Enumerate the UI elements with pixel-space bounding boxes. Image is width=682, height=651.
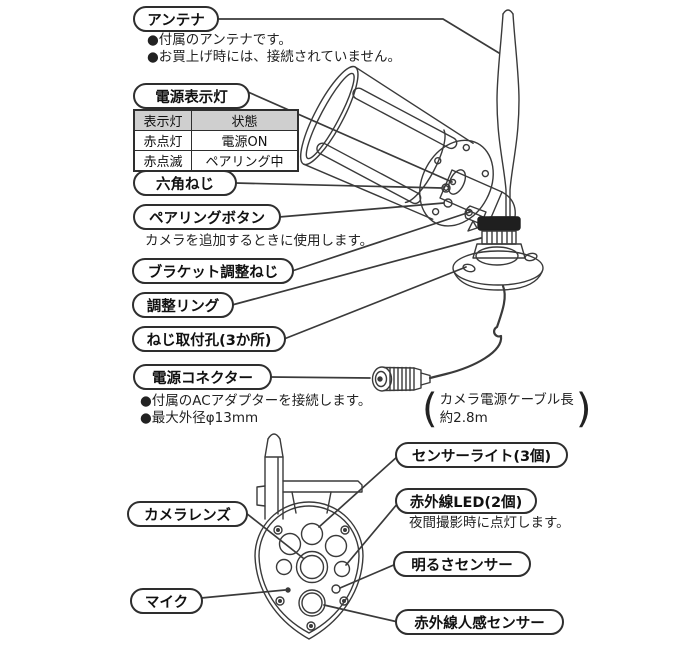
leader-mount-holes <box>283 266 467 340</box>
leader-lines <box>200 18 500 623</box>
label-mount-holes: ねじ取付孔(3か所) <box>132 326 286 352</box>
label-power-connector: 電源コネクター <box>133 364 272 390</box>
adjust-ring-drawing <box>477 216 521 231</box>
camera-lens-drawing <box>295 550 329 584</box>
label-antenna: アンテナ <box>133 6 219 32</box>
camera-side-body-drawing <box>299 65 494 227</box>
table-cell: ペアリング中 <box>191 150 299 172</box>
label-bracket-screw: ブラケット調整ねじ <box>132 258 294 284</box>
mount-hole-drawing <box>524 252 538 262</box>
leader-mic <box>200 589 286 599</box>
label-ir-motion-sensor: 赤外線人感センサー <box>395 609 564 635</box>
base-plate-drawing <box>452 250 544 286</box>
face-screws-drawing <box>273 525 350 631</box>
leader-ir-led <box>345 502 399 566</box>
hex-screw-drawing <box>441 183 451 193</box>
table-cell: 電源ON <box>191 130 299 151</box>
label-pairing-button: ペアリングボタン <box>133 204 281 230</box>
mount-hole-drawing <box>462 263 476 273</box>
table-cell: 赤点灯 <box>133 130 192 151</box>
ir-led-note: 夜間撮影時に点灯します。 <box>409 515 570 531</box>
cable-note-line2: 約2.8m <box>439 410 488 426</box>
table-header-state: 状態 <box>191 109 299 131</box>
power-indicator-table: 表示灯 状態 赤点灯 電源ON 赤点滅 ペアリング中 <box>133 109 299 172</box>
table-cell: 赤点滅 <box>133 150 192 172</box>
label-power-indicator: 電源表示灯 <box>133 83 250 109</box>
label-adjust-ring: 調整リング <box>132 292 234 318</box>
leader-pairing-button <box>278 202 445 218</box>
leader-power-connector <box>269 376 371 379</box>
paren-close: ) <box>575 386 592 432</box>
camera-front-drawing <box>254 433 364 640</box>
paren-open: ( <box>422 386 438 432</box>
cable-drawing <box>428 284 506 380</box>
label-brightness-sensor: 明るさセンサー <box>393 551 531 577</box>
sensor-light-drawing <box>300 522 324 546</box>
ir-led-drawing <box>275 558 293 576</box>
leader-power-indicator <box>247 91 453 183</box>
mic-drawing <box>285 587 291 593</box>
power-connector-note-1: ●付属のACアダプターを接続します。 <box>140 393 372 409</box>
front-antenna-drawing <box>264 433 284 520</box>
wall-bracket-drawing <box>256 480 363 514</box>
table-row: 赤点灯 電源ON <box>133 130 299 151</box>
cable-length-note: ( カメラ電源ケーブル長 約2.8m ) <box>422 389 591 429</box>
antenna-note-2: ●お買上げ時には、接続されていません。 <box>147 49 401 65</box>
sensor-light-drawing <box>324 534 348 558</box>
antenna-drawing <box>496 9 520 217</box>
label-sensor-light: センサーライト(3個) <box>395 442 568 468</box>
leader-camera-lens <box>245 512 304 559</box>
brightness-sensor-drawing <box>331 584 341 594</box>
mount-bracket-drawing <box>439 169 544 291</box>
cable-note-line1: カメラ電源ケーブル長 <box>439 392 574 408</box>
label-ir-led: 赤外線LED(2個) <box>395 488 537 514</box>
ir-led-drawing <box>333 560 351 578</box>
label-camera-lens: カメラレンズ <box>127 501 248 527</box>
antenna-note-1: ●付属のアンテナです。 <box>147 32 292 48</box>
leader-adjust-ring <box>231 237 482 306</box>
leader-antenna <box>215 18 500 54</box>
leader-sensor-light <box>318 455 399 528</box>
pairing-button-note: カメラを追加するときに使用します。 <box>145 233 374 249</box>
leader-brightness-sensor <box>339 563 397 589</box>
table-header-indicator: 表示灯 <box>133 109 192 131</box>
knurled-collar-drawing <box>481 230 517 245</box>
ir-motion-sensor-drawing <box>298 589 326 617</box>
power-connector-note-2: ●最大外径φ13mm <box>140 410 259 426</box>
power-plug-drawing <box>371 366 431 392</box>
label-hex-screw: 六角ねじ <box>133 170 237 196</box>
table-row: 赤点滅 ペアリング中 <box>133 150 299 172</box>
leader-bracket-screw <box>291 211 471 272</box>
label-mic: マイク <box>130 588 203 614</box>
sensor-light-drawing <box>278 532 302 556</box>
leader-hex-screw <box>234 182 443 189</box>
leader-ir-motion-sensor <box>323 604 399 623</box>
